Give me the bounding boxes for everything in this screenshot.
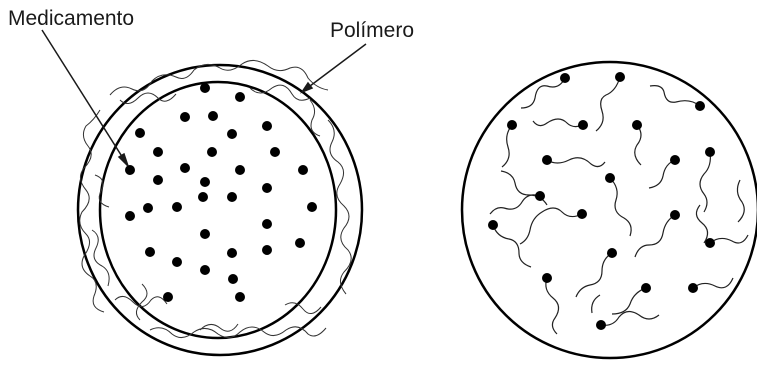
reservoir-system — [78, 65, 362, 355]
drug-particles-core — [125, 83, 317, 302]
drug-pointer-arrowhead — [119, 154, 128, 166]
matrix-sphere — [462, 62, 757, 358]
inner-core — [100, 82, 336, 338]
drug-polymer-chains — [490, 77, 748, 334]
drug-label: Medicamento — [8, 8, 134, 29]
outer-shell — [78, 65, 362, 355]
polymer-pointer-arrowhead — [302, 83, 312, 92]
polymer-pointer-line — [302, 44, 366, 92]
matrix-system — [462, 62, 757, 358]
label-pointers — [42, 30, 366, 166]
polymer-label: Polímero — [330, 20, 414, 41]
polymer-shell-strands — [80, 60, 351, 337]
drug-pointer-line — [42, 30, 128, 166]
